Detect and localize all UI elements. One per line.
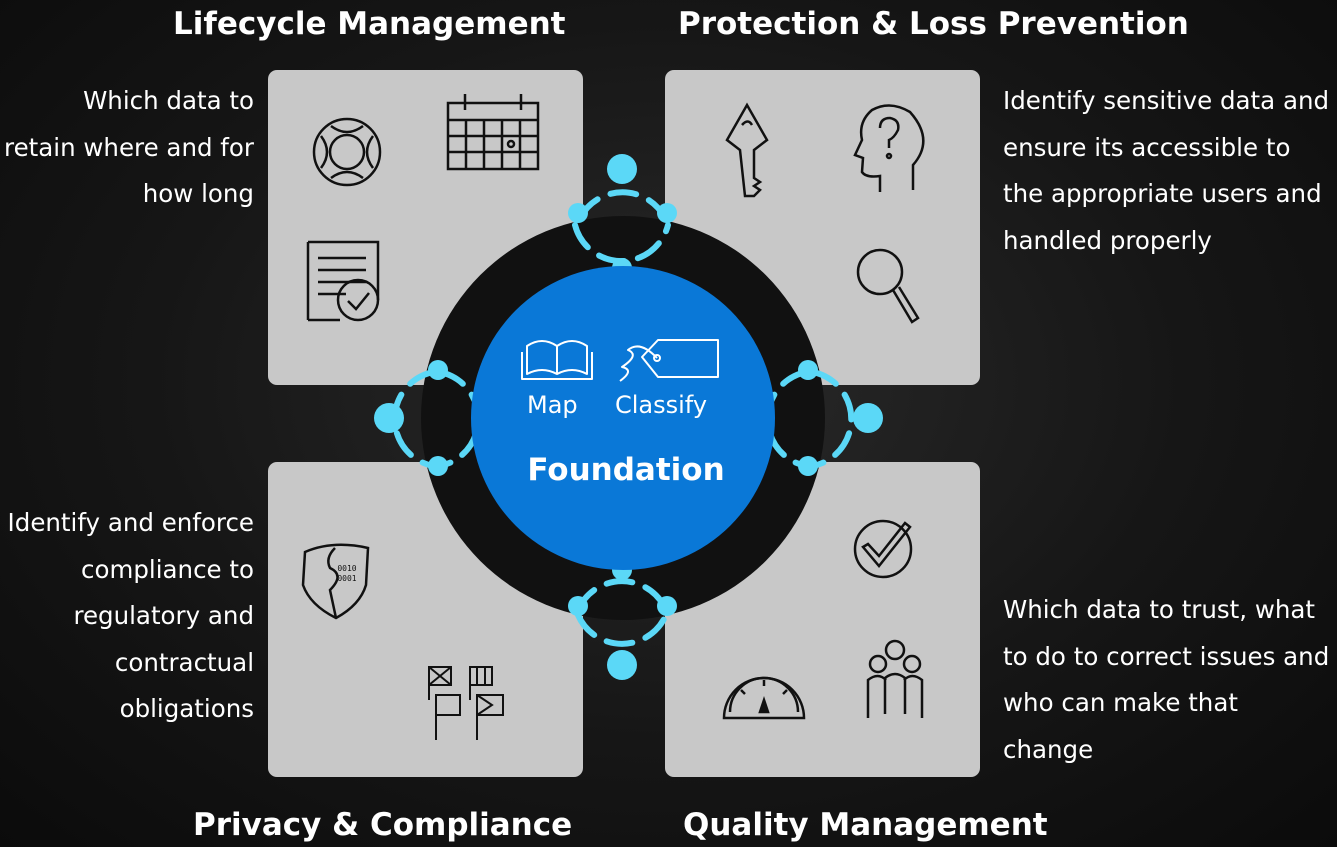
connector-dot [607, 650, 637, 680]
flags-icon [428, 666, 504, 740]
privacy-title: Privacy & Compliance [193, 807, 573, 843]
gauge-icon [722, 676, 806, 720]
magnifier-icon [856, 248, 920, 324]
connector-dot [374, 403, 404, 433]
classify-label: Classify [615, 391, 708, 419]
lifecycle-description: Which data to retain where and for how l… [4, 86, 254, 208]
lifebuoy-icon [312, 117, 382, 187]
svg-text:0001: 0001 [337, 574, 356, 583]
check-badge-icon [853, 519, 913, 579]
connector-arc-right [810, 369, 855, 469]
protection-title: Protection & Loss Prevention [678, 6, 1189, 42]
tag-icon [619, 339, 719, 382]
connector-arc-bottom [575, 612, 669, 647]
document-check-icon [306, 240, 380, 322]
binary-shield-icon: 0010 0001 [301, 543, 370, 620]
head-question-icon [853, 104, 925, 192]
lifecycle-title: Lifecycle Management [173, 6, 566, 42]
connector-dot [607, 154, 637, 184]
connector-dot [568, 596, 588, 616]
svg-text:0010: 0010 [337, 564, 356, 573]
map-label: Map [527, 391, 578, 419]
connector-dot [568, 203, 588, 223]
connector-dot [853, 403, 883, 433]
connector-dot [657, 596, 677, 616]
connector-arc-bottom-upper [575, 578, 669, 613]
privacy-description: Identify and enforce compliance to regul… [7, 508, 254, 723]
calendar-icon [446, 94, 540, 171]
connector-dot [657, 203, 677, 223]
protection-description: Identify sensitive data and ensure its a… [1003, 86, 1330, 255]
connector-dot [428, 360, 448, 380]
foundation-title: Foundation [527, 452, 725, 488]
connector-arc-top [577, 189, 668, 221]
key-icon [725, 102, 769, 198]
quality-title: Quality Management [683, 807, 1048, 843]
connector-dot [798, 456, 818, 476]
open-book-icon [521, 340, 593, 380]
people-group-icon [866, 639, 924, 718]
connector-dot [798, 360, 818, 380]
connector-dot [428, 456, 448, 476]
quality-description: Which data to trust, what to do to corre… [1003, 595, 1330, 764]
